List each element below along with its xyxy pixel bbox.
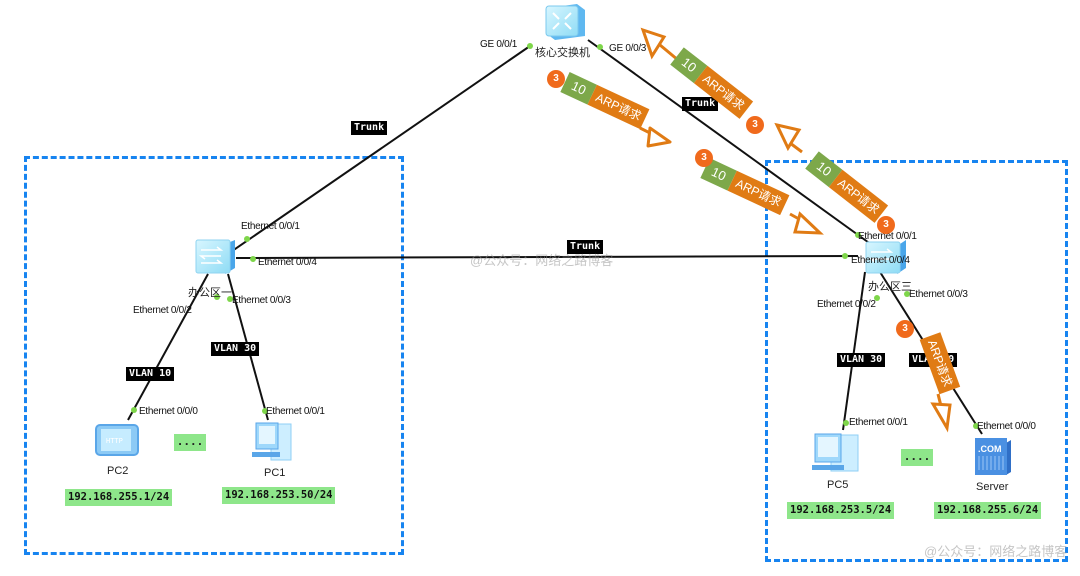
pc1-ip: 192.168.253.50/24 bbox=[222, 487, 336, 504]
server-ip: 192.168.255.6/24 bbox=[934, 502, 1042, 519]
office1-switch-icon[interactable] bbox=[195, 239, 235, 274]
zone-office1 bbox=[24, 156, 404, 555]
pc2-name: PC2 bbox=[107, 465, 129, 477]
office3-switch-icon[interactable] bbox=[865, 240, 906, 274]
pc1-name: PC1 bbox=[264, 467, 286, 479]
packet-arrows bbox=[639, 27, 952, 433]
server-icon[interactable]: .COM bbox=[975, 438, 1011, 475]
watermark: @公众号：网络之路博客 bbox=[924, 544, 1068, 559]
trunk-tag-office1-office3: Trunk bbox=[567, 240, 604, 254]
pc2-ip: 192.168.255.1/24 bbox=[65, 489, 173, 506]
office1-port-e003: Ethernet 0/0/3 bbox=[232, 295, 291, 306]
server-name: Server bbox=[976, 481, 1009, 493]
watermark: @公众号：网络之路博客 bbox=[470, 253, 614, 268]
office1-port-e002: Ethernet 0/0/2 bbox=[133, 305, 192, 316]
pc1-port: Ethernet 0/0/1 bbox=[266, 406, 325, 417]
pc2-port: Ethernet 0/0/0 bbox=[139, 406, 198, 417]
step-badge: 3 bbox=[746, 116, 764, 134]
zone-office3 bbox=[765, 160, 1068, 562]
pc5-name: PC5 bbox=[827, 479, 849, 491]
pc2-icon-text: HTTP bbox=[106, 437, 123, 445]
step-badge: 3 bbox=[896, 320, 914, 338]
step-badge: 3 bbox=[695, 149, 713, 167]
pc2-icon[interactable]: HTTP bbox=[95, 424, 139, 456]
office3-port-e001: Ethernet 0/0/1 bbox=[858, 231, 917, 242]
trunk-tag-core-office1: Trunk bbox=[351, 121, 388, 135]
vlan-tag-pc1: VLAN 30 bbox=[211, 342, 260, 356]
office3-port-e004: Ethernet 0/0/4 bbox=[851, 255, 910, 266]
step-badge: 3 bbox=[877, 216, 895, 234]
office3-switch-name: 办公区三 bbox=[868, 281, 912, 293]
office3-port-e002: Ethernet 0/0/2 bbox=[817, 299, 876, 310]
core-port-ge001: GE 0/0/1 bbox=[480, 39, 518, 50]
link-office3-pc5 bbox=[842, 271, 866, 431]
link-core-office3 bbox=[587, 39, 873, 246]
server-icon-text: .COM bbox=[978, 444, 1002, 454]
office1-port-e004: Ethernet 0/0/4 bbox=[258, 257, 317, 268]
vlan-tag-pc5: VLAN 30 bbox=[837, 353, 886, 367]
pc5-icon[interactable] bbox=[812, 433, 859, 472]
server-port: Ethernet 0/0/0 bbox=[977, 421, 1036, 432]
office3-port-e003: Ethernet 0/0/3 bbox=[909, 289, 968, 300]
port-dots bbox=[131, 43, 979, 429]
core-switch-name: 核心交换机 bbox=[535, 47, 590, 59]
office1-switch-name: 办公区一 bbox=[188, 287, 232, 299]
pc5-ip: 192.168.253.5/24 bbox=[787, 502, 895, 519]
ellipsis-office3: .... bbox=[901, 449, 933, 466]
pc1-icon[interactable] bbox=[252, 422, 292, 461]
core-switch-icon[interactable] bbox=[545, 4, 585, 40]
office1-port-e001: Ethernet 0/0/1 bbox=[241, 221, 300, 232]
link-core-office1 bbox=[221, 45, 531, 259]
vlan-tag-pc2: VLAN 10 bbox=[126, 367, 175, 381]
core-port-ge003: GE 0/0/3 bbox=[609, 43, 647, 54]
ellipsis-office1: .... bbox=[174, 434, 206, 451]
step-badge: 3 bbox=[547, 70, 565, 88]
pc5-port: Ethernet 0/0/1 bbox=[849, 417, 908, 428]
link-office1-office3 bbox=[235, 255, 859, 259]
trunk-tag-core-office3: Trunk bbox=[682, 97, 719, 111]
link-office1-pc2 bbox=[127, 273, 209, 421]
